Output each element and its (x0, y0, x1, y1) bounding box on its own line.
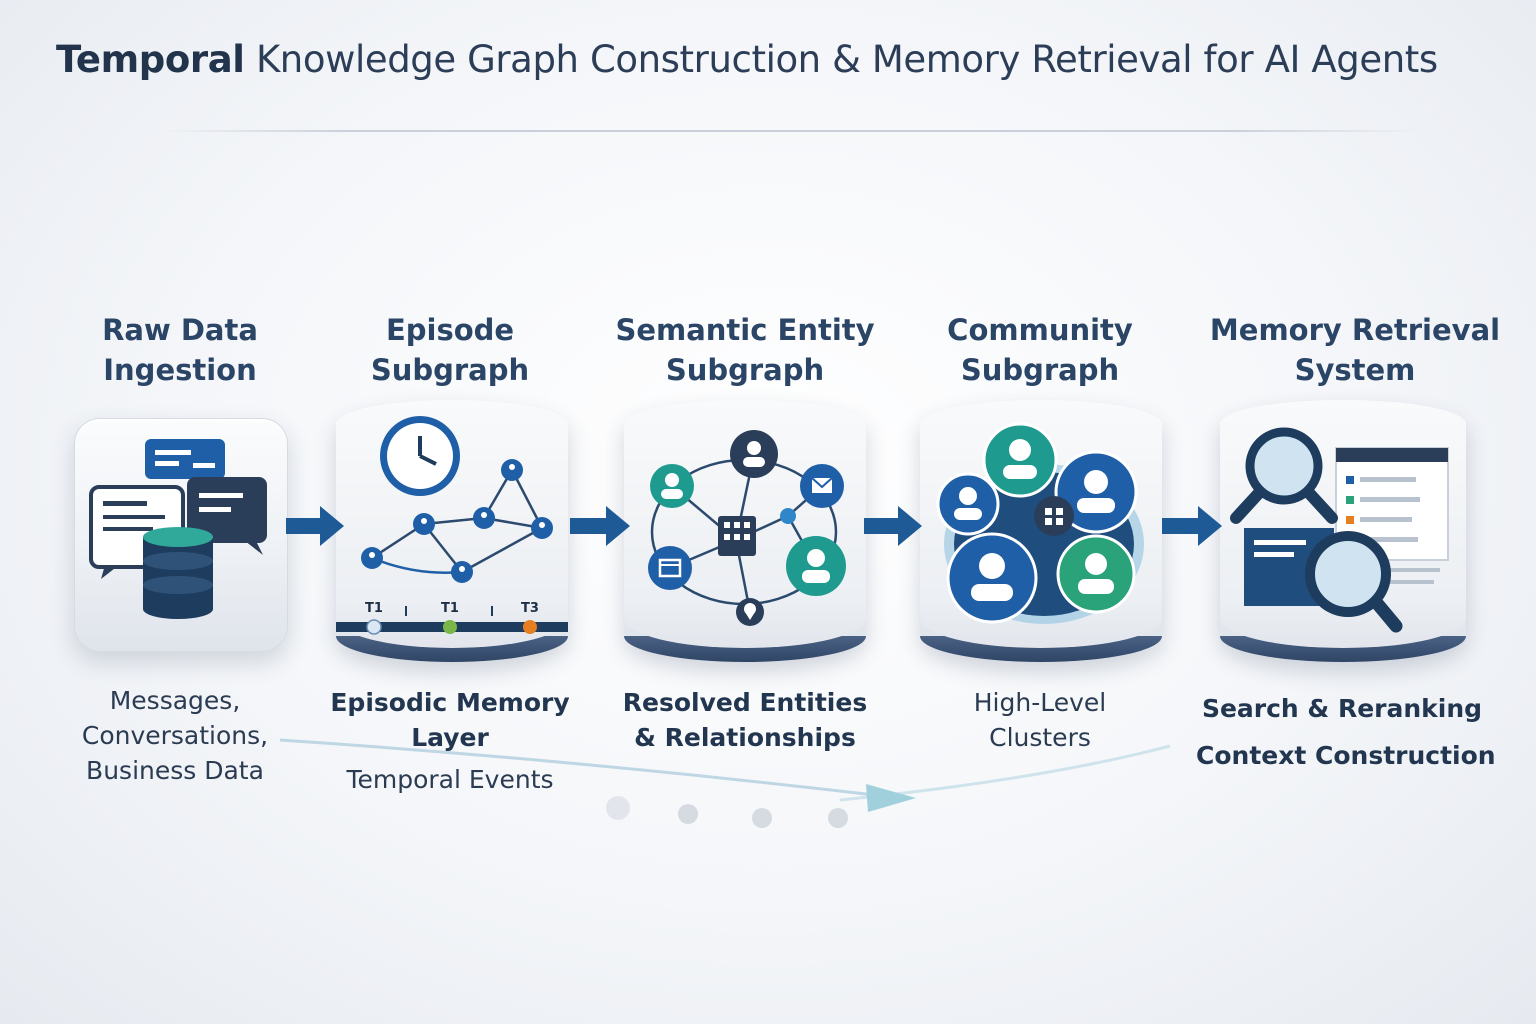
stage-2-title: Episode Subgraph (340, 310, 560, 390)
flow-arrow-4 (1162, 506, 1222, 546)
stage-1-caption: Messages, Conversations, Business Data (60, 683, 290, 788)
timeline-label-1: T1 (365, 601, 383, 616)
stage-4-caption-line-1: High-Level (973, 688, 1107, 717)
person-icon (946, 532, 1038, 624)
stage-5-title-line-1: Memory Retrieval (1209, 313, 1501, 347)
stage-2-caption-line-2: Layer (411, 723, 489, 752)
node-dot (780, 508, 796, 524)
timeline-label-3: T3 (521, 601, 539, 616)
flow-arrow-3 (864, 506, 922, 546)
browser-window-icon (1335, 447, 1449, 561)
stage-1-title-line-2: Ingestion (103, 353, 257, 387)
stage-2-title-line-1: Episode (385, 313, 515, 347)
person-icon (982, 422, 1058, 498)
building-icon (718, 516, 756, 556)
stage-1-title: Raw Data Ingestion (80, 310, 280, 390)
database-icon (143, 527, 213, 619)
title-rest: Knowledge Graph Construction & Memory Re… (244, 38, 1438, 81)
stage-4-card (920, 400, 1162, 662)
stage-5-illustration (1230, 427, 1449, 633)
stage-3-title-line-2: Subgraph (665, 353, 825, 387)
mail-icon (800, 464, 844, 508)
stage-2-caption: Episodic Memory Layer (330, 685, 570, 755)
stage-2-subcaption: Temporal Events (346, 765, 554, 794)
stage-3-card (624, 400, 866, 662)
stage-4-caption: High-Level Clusters (940, 685, 1140, 755)
title-divider (160, 130, 1420, 132)
stage-5-caption-line-1: Search & Reranking (1201, 694, 1483, 723)
stage-4-title: Community Subgraph (920, 310, 1160, 390)
stage-5-card (1220, 400, 1466, 662)
stage-5-title-line-2: System (1294, 353, 1416, 387)
magnifier-icon (1305, 531, 1403, 633)
stage-1-card (74, 418, 288, 652)
feedback-curve-arrow (279, 738, 1171, 828)
stage-1-caption-line-2: Conversations, (81, 721, 269, 750)
stage-2-illustration: T1 T1 T3 (336, 416, 568, 635)
person-icon (936, 472, 1000, 536)
person-icon (650, 464, 694, 508)
stage-5-title: Memory Retrieval System (1205, 310, 1505, 390)
stage-1-caption-line-3: Business Data (86, 756, 264, 785)
timeline-label-2: T1 (441, 601, 459, 616)
stage-1-illustration (89, 439, 267, 619)
flow-arrow-1 (286, 506, 344, 546)
person-icon (730, 430, 778, 478)
stage-1-caption-line-1: Messages, (109, 686, 241, 715)
stage-2-caption-line-1: Episodic Memory (330, 688, 570, 717)
stage-3-caption-line-2: & Relationships (634, 723, 856, 752)
timeline-track (336, 606, 568, 635)
person-icon (1054, 450, 1138, 534)
stage-3-caption-line-1: Resolved Entities (622, 688, 868, 717)
chat-bubble-icon (145, 439, 225, 479)
person-icon (1056, 534, 1136, 614)
stage-5-caption: Search & Reranking Context Construction (1196, 685, 1496, 779)
stage-2-card: T1 T1 T3 (336, 400, 568, 662)
magnifier-icon (1230, 427, 1338, 524)
stage-3-caption: Resolved Entities & Relationships (620, 685, 870, 755)
stage-4-caption-line-2: Clusters (989, 723, 1091, 752)
stage-3-illustration (648, 430, 846, 626)
stage-1-title-line-1: Raw Data (102, 313, 258, 347)
title-bold: Temporal (56, 38, 245, 81)
page-title: Temporal Knowledge Graph Construction & … (56, 38, 1496, 81)
flow-arrow-2 (570, 506, 630, 546)
location-pin-icon (736, 598, 764, 626)
stage-5-caption-line-2: Context Construction (1196, 741, 1496, 770)
building-icon (1034, 496, 1074, 536)
stage-2-title-line-2: Subgraph (370, 353, 530, 387)
stage-4-title-line-1: Community (947, 313, 1133, 347)
person-icon (786, 536, 846, 596)
stage-4-illustration (936, 422, 1144, 624)
stage-4-title-line-2: Subgraph (960, 353, 1120, 387)
calendar-icon (648, 546, 692, 590)
stage-3-title: Semantic Entity Subgraph (600, 310, 890, 390)
chat-bubble-icon (187, 477, 267, 555)
stage-3-title-line-1: Semantic Entity (615, 313, 875, 347)
clock-icon (380, 416, 460, 496)
